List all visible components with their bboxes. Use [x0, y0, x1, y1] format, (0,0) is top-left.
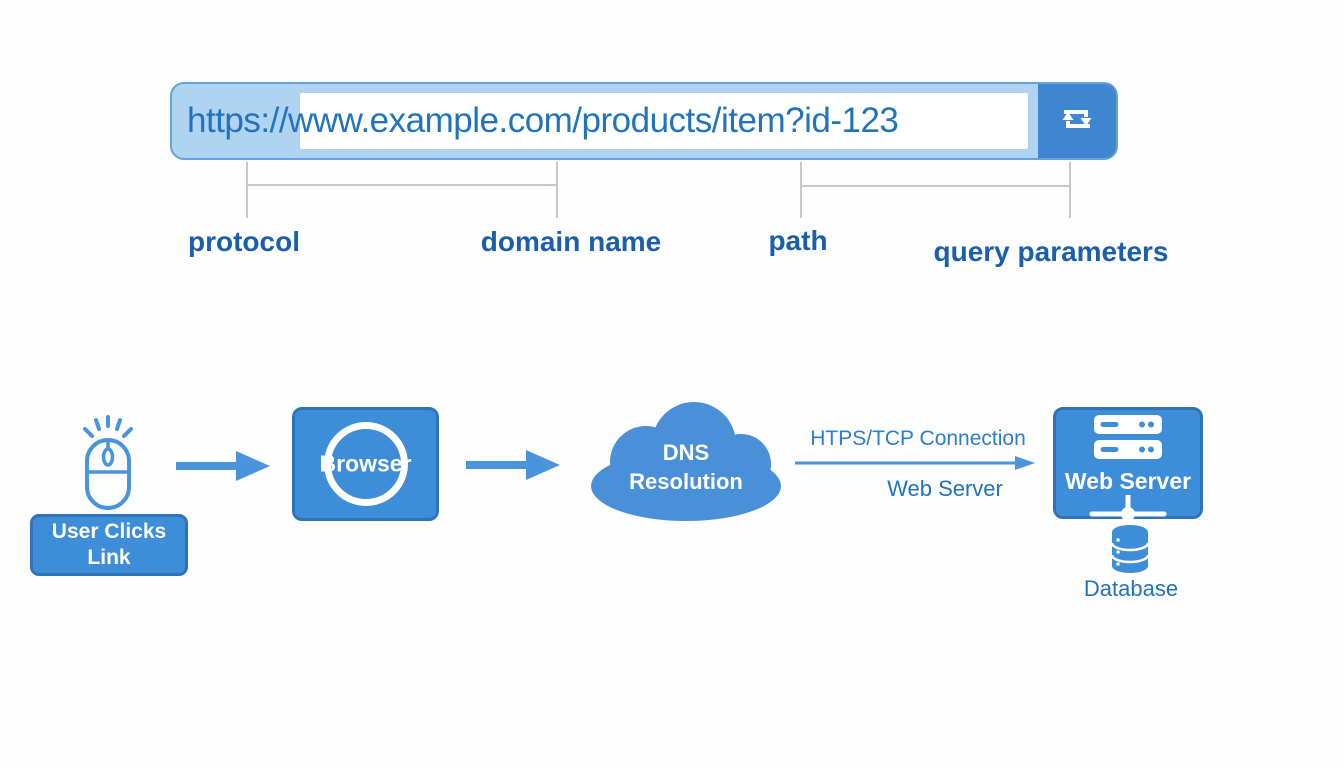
connector-line-path	[800, 162, 802, 218]
label-protocol: protocol	[188, 226, 300, 257]
database-cylinder-icon	[1109, 523, 1151, 580]
dns-line1: DNS	[662, 440, 710, 465]
network-node-icon	[1086, 495, 1170, 529]
refresh-button[interactable]	[1038, 84, 1116, 158]
url-bar: https://www.example.com/products/item?id…	[170, 82, 1118, 160]
user-clicks-line2: Link	[87, 546, 131, 569]
user-clicks-link-box: User Clicks Link	[30, 514, 188, 576]
dns-resolution-label: DNS Resolution	[586, 438, 786, 496]
label-path: path	[768, 225, 828, 256]
connection-arrow	[795, 453, 1035, 478]
user-clicks-line1: User Clicks	[51, 520, 167, 543]
connector-line-protocol	[246, 162, 248, 218]
flow-arrow-1	[176, 449, 270, 488]
web-server-label: Web Server	[1064, 468, 1192, 494]
circle-outline-icon	[323, 422, 408, 506]
mouse-click-icon	[78, 414, 138, 517]
dns-cloud: DNS Resolution	[586, 400, 786, 522]
label-domain-name: domain name	[480, 226, 662, 257]
dns-line2: Resolution	[629, 469, 743, 494]
connector-line-domain	[556, 162, 558, 218]
url-input-highlight[interactable]	[300, 93, 1028, 149]
cloud-icon	[586, 402, 786, 526]
connector-line-query	[1069, 162, 1071, 218]
browser-label: Browser	[319, 450, 412, 477]
connection-sublabel: Web Server	[887, 476, 1003, 501]
connector-rung-right	[800, 185, 1071, 187]
label-query-parameters: query parameters	[933, 236, 1169, 267]
repeat-icon	[1055, 97, 1099, 146]
web-server-box: Web Server	[1053, 407, 1203, 521]
flow-arrow-2	[466, 448, 560, 487]
url-text[interactable]: https://www.example.com/products/item?id…	[187, 101, 899, 140]
browser-box: Browser	[292, 407, 439, 521]
database-label: Database	[1083, 576, 1179, 601]
server-rack-icon	[1092, 414, 1164, 468]
connector-rung-left	[246, 184, 558, 186]
connection-label: HTPS/TCP Connection	[810, 427, 1026, 450]
